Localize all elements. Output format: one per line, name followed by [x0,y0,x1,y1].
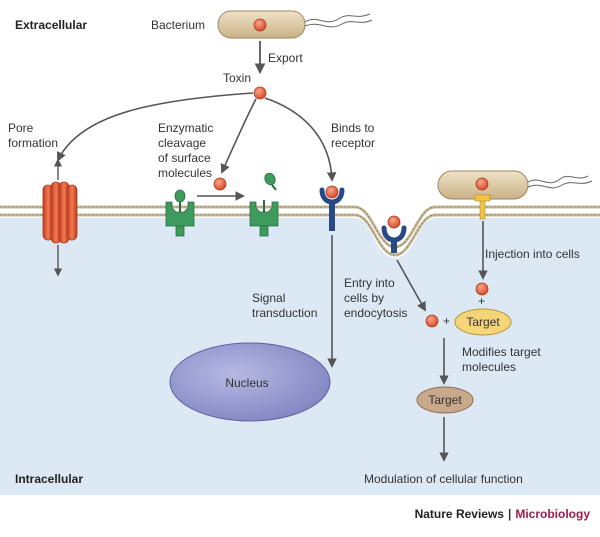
toxin-in-injecting-bacterium [475,177,489,191]
receptor-endocytosis [381,215,407,253]
toxin-at-target [425,314,439,328]
injection-label: Injection into cells [485,247,580,261]
flagellum [304,19,373,28]
journal-credit: Nature Reviews|Microbiology [415,507,590,521]
binding-arrow [264,97,337,182]
toxin-label: Toxin [223,71,251,85]
signal-transduction-label: Signal transduction [252,291,317,320]
toxin-in-bacterium [253,18,267,32]
entry-into-cells-label: Entry into cells by endocytosis [344,276,407,320]
extracellular-label: Extracellular [15,18,87,32]
bacterium-injecting [437,170,593,220]
nucleus [169,342,331,422]
bacterium-top [217,10,373,39]
surface-molecule-intact [165,189,195,237]
nucleus-label: Nucleus [225,376,268,390]
flagellum [304,13,371,23]
toxin-bound [325,185,339,199]
endocytosis-arrow [396,259,426,312]
intracellular-label: Intracellular [15,472,83,486]
pore-complex [42,158,78,277]
target-label-bottom: Target [428,393,462,407]
enzymatic-cleavage-label: Enzymatic cleavage of surface molecules [158,121,217,180]
toxin-endocytosed [387,215,401,229]
modifies-target-label: Modifies target molecules [462,345,544,374]
binds-to-receptor-label: Binds to receptor [331,121,378,150]
cleavage-arrow [220,98,257,174]
plus-sign-1: + [478,294,485,308]
toxin-cleaving [213,177,227,191]
toxin-molecule [253,86,267,100]
pore-formation-arrow [57,92,254,162]
journal-name: Nature Reviews [414,507,504,521]
journal-section: Microbiology [515,507,590,521]
modified-target-molecule [416,386,474,414]
receptor-bound [319,185,345,231]
export-label: Export [268,51,303,65]
plus-sign-2: + [443,314,450,328]
credit-separator: | [507,507,512,521]
bacterium-label: Bacterium [151,18,205,32]
target-molecule [454,308,512,336]
toxin-injected [475,282,489,296]
target-label-top: Target [466,315,500,329]
pore-formation-label: Pore formation [8,121,58,150]
surface-molecule-cleaved [249,172,279,237]
modulation-label: Modulation of cellular function [364,472,523,486]
injection-needle [479,198,486,220]
